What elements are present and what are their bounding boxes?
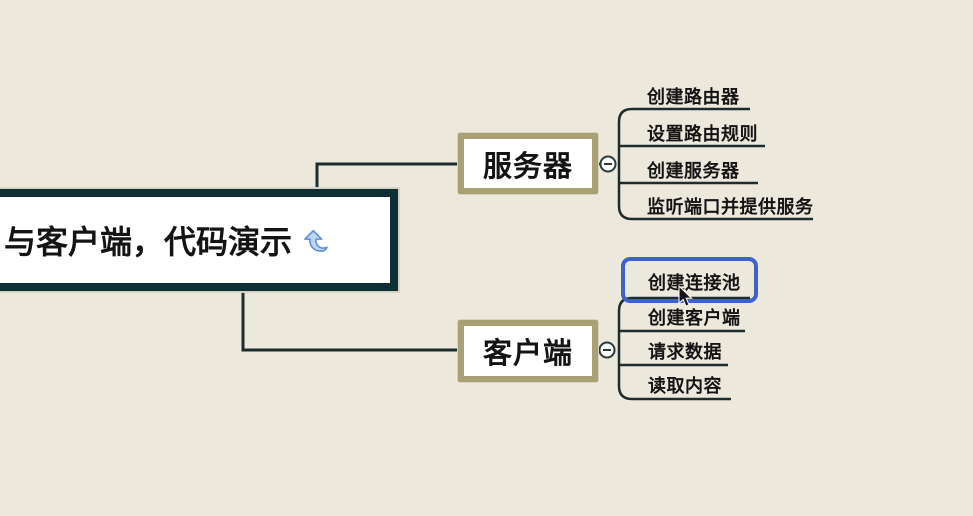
selected-topic-highlight: [621, 257, 758, 303]
client-child-create-connection-pool[interactable]: 创建连接池: [648, 273, 741, 293]
client-child-request-data[interactable]: 请求数据: [648, 342, 722, 362]
branch-topic-client[interactable]: 客户端: [458, 320, 598, 382]
server-child-create-router[interactable]: 创建路由器: [647, 87, 740, 107]
central-topic-label: 与客户端，代码演示: [4, 224, 293, 260]
client-child-create-client[interactable]: 创建客户端: [648, 308, 741, 328]
server-children-bracket: [617, 107, 813, 221]
client-label: 客户端: [482, 338, 573, 370]
branch-topic-server[interactable]: 服务器: [458, 133, 598, 194]
client-collapse-toggle[interactable]: [598, 341, 616, 359]
server-child-create-server[interactable]: 创建服务器: [647, 161, 740, 181]
client-child-read-content[interactable]: 读取内容: [648, 376, 722, 396]
elbow-central-to-server: [315, 162, 458, 192]
server-child-set-routing-rules[interactable]: 设置路由规则: [647, 124, 758, 144]
mouse-cursor-icon: [678, 285, 693, 307]
server-label: 服务器: [482, 150, 573, 183]
server-collapse-toggle[interactable]: [599, 155, 617, 173]
central-topic[interactable]: 与客户端，代码演示: [0, 189, 398, 291]
curved-up-arrow-icon[interactable]: [302, 227, 329, 254]
server-child-listen-port-serve[interactable]: 监听端口并提供服务: [647, 197, 814, 217]
elbow-central-to-client: [241, 288, 458, 352]
